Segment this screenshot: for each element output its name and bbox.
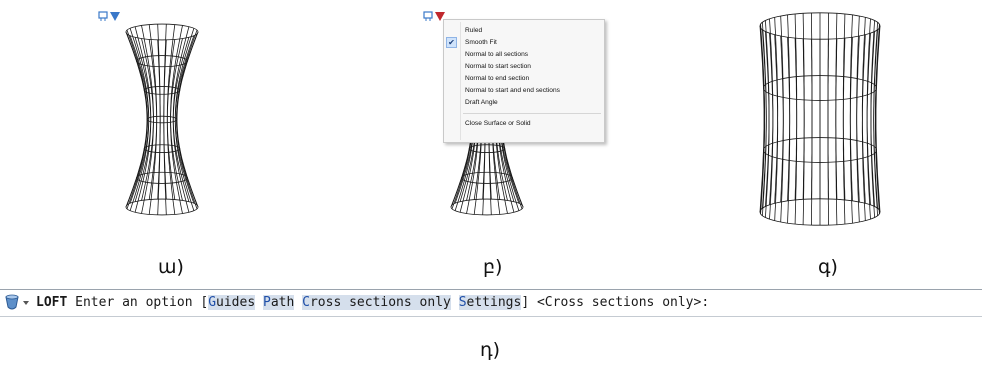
figure-label-b: բ) xyxy=(483,256,503,278)
wire-line xyxy=(835,13,838,200)
option-settings[interactable]: Settings xyxy=(458,295,522,310)
loft-grip-icon-b[interactable] xyxy=(423,10,447,24)
wire-line xyxy=(794,13,798,201)
wire-line xyxy=(129,28,150,204)
wire-ring xyxy=(125,198,199,216)
figure-label-a: ա) xyxy=(158,256,184,278)
wire-ring xyxy=(763,137,877,163)
wire-line xyxy=(866,18,871,205)
menu-item-normal-start[interactable]: Normal to start section xyxy=(465,63,531,70)
wire-line xyxy=(769,18,774,205)
figure-label-c: գ) xyxy=(818,256,838,278)
wire-ring xyxy=(461,171,513,184)
option-cross-sections-only[interactable]: Cross sections only xyxy=(302,295,451,310)
menu-item-draft-angle[interactable]: Draft Angle xyxy=(465,99,498,106)
prompt-text: Enter an option [ xyxy=(67,295,209,310)
command-line[interactable]: LOFT Enter an option [Guides Path Cross … xyxy=(0,289,982,317)
loft-grip-icon-a[interactable] xyxy=(98,10,122,24)
wire-ring xyxy=(763,75,877,101)
wire-line xyxy=(787,14,791,201)
wire-line xyxy=(765,20,770,207)
command-name: LOFT xyxy=(36,295,68,310)
menu-item-close-surface[interactable]: Close Surface or Solid xyxy=(465,120,531,127)
command-prompt: LOFT Enter an option [Guides Path Cross … xyxy=(36,295,709,311)
wire-line xyxy=(174,28,195,204)
menu-item-normal-all[interactable]: Normal to all sections xyxy=(465,51,529,58)
checkmark-icon: ✔ xyxy=(446,37,457,48)
menu-gutter xyxy=(460,22,461,140)
menu-item-ruled[interactable]: Ruled xyxy=(465,27,483,34)
wire-ring xyxy=(146,115,178,124)
wire-ring xyxy=(759,198,881,226)
wire-line xyxy=(802,13,805,200)
wire-ring xyxy=(468,144,506,153)
wire-line xyxy=(762,22,767,209)
command-history-icon[interactable] xyxy=(4,293,34,313)
wire-ring xyxy=(759,12,881,40)
wire-line xyxy=(760,24,765,211)
wire-line xyxy=(174,35,195,211)
loft-settings-context-menu: Ruled ✔ Smooth Fit Normal to all section… xyxy=(443,19,605,143)
wire-line xyxy=(870,20,875,207)
wire-line xyxy=(842,13,846,201)
wire-ring xyxy=(143,144,181,153)
option-guides[interactable]: Guides xyxy=(208,295,256,310)
wire-ring xyxy=(136,55,188,68)
wire-line xyxy=(861,17,866,204)
wire-line xyxy=(811,12,813,199)
wire-line xyxy=(759,25,765,213)
cylinder-loft-wireframe-c xyxy=(759,12,881,226)
wire-line xyxy=(856,15,860,203)
menu-separator xyxy=(463,113,601,114)
wire-line xyxy=(873,22,878,209)
prompt-default: ] <Cross sections only>: xyxy=(521,295,710,310)
wire-line xyxy=(875,25,881,213)
wire-line xyxy=(780,15,784,203)
wire-ring xyxy=(450,198,524,216)
wire-line xyxy=(774,17,779,204)
wire-line xyxy=(849,14,853,201)
wire-line xyxy=(875,24,880,211)
wire-line xyxy=(827,12,829,199)
wire-ring xyxy=(125,23,199,41)
menu-item-normal-start-end[interactable]: Normal to start and end sections xyxy=(465,87,560,94)
wire-line xyxy=(129,35,150,211)
hourglass-loft-wireframe-a xyxy=(125,23,199,216)
option-path[interactable]: Path xyxy=(263,295,295,310)
menu-item-normal-end[interactable]: Normal to end section xyxy=(465,75,530,82)
menu-item-smooth-fit[interactable]: ✔ Smooth Fit xyxy=(444,37,604,49)
wire-ring xyxy=(136,171,188,184)
wire-ring xyxy=(143,86,181,95)
figure-label-d: դ) xyxy=(480,339,501,361)
